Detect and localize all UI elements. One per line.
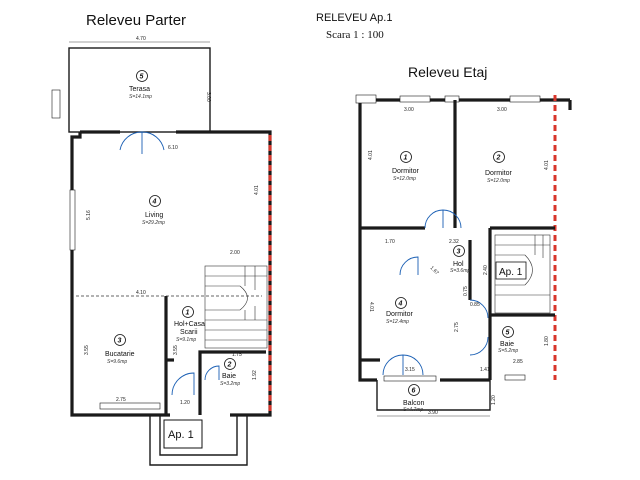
svg-text:5: 5 [140,74,144,81]
dim-up-balcony-width: 3.90 [428,410,438,416]
dim-up-0-75: 0.75 [463,286,469,296]
svg-text:S=29.2mp: S=29.2mp [142,220,165,226]
dim-bath-width: 1.75 [232,352,242,358]
svg-text:2: 2 [496,155,501,162]
ground-apartment-label: Ap. 1 [168,429,194,441]
svg-text:S=9.1mp: S=9.1mp [176,337,196,343]
svg-text:S=5.2mp: S=5.2mp [498,348,518,354]
dim-hall-left: 3.55 [173,345,179,355]
dim-up-dorm2-depth: 4.01 [544,160,550,170]
svg-text:Dormitor: Dormitor [386,311,414,318]
doc-title: RELEVEU Ap.1 [316,12,392,24]
svg-text:2: 2 [227,362,232,369]
dim-up-bath-depth: 1.80 [544,336,550,346]
svg-text:6: 6 [412,388,416,395]
upper-room-dorm-1: 1 Dormitor S=12.0mp [392,151,420,182]
dim-up-1-67: 1.67 [429,265,440,276]
ground-room-bath: 2 Baie S=3.2mp [220,358,240,387]
dim-entrance: 1.20 [180,400,190,406]
svg-text:Terasa: Terasa [129,86,150,93]
svg-text:S=9.6mp: S=9.6mp [107,359,127,365]
ground-room-terrace: 5 Terasa S=14.1mp [129,70,152,100]
dim-up-3-15: 3.15 [405,367,415,373]
dim-kitchen-bottom: 2.75 [116,397,126,403]
svg-text:S=3.2mp: S=3.2mp [220,381,240,387]
dim-kitchen-left: 3.55 [84,345,90,355]
svg-text:3: 3 [118,338,122,345]
upper-room-bath: 5 Baie S=5.2mp [498,326,518,354]
svg-text:S=12.4mp: S=12.4mp [386,319,409,325]
svg-text:Baie: Baie [222,373,236,380]
svg-text:4: 4 [152,199,157,206]
dim-stair-width: 2.00 [230,250,240,256]
ground-room-kitchen: 3 Bucatarie S=9.6mp [105,334,135,365]
svg-text:Dormitor: Dormitor [392,168,420,175]
svg-text:Living: Living [145,212,163,219]
svg-text:1: 1 [404,155,408,162]
dim-up-1-70: 1.70 [385,239,395,245]
dim-living-left: 5.16 [86,210,92,220]
scale-label: Scara 1 : 100 [326,29,384,41]
svg-text:S=12.0mp: S=12.0mp [393,176,416,182]
dim-bath-depth: 1.92 [252,370,258,380]
dim-terrace-depth: 3.00 [205,92,211,102]
dim-up-1-41: 1.41 [480,367,490,373]
upper-floor-plan: Ap. 1 3.00 3.00 4.01 4.01 1.70 2.32 1.67… [355,94,572,417]
svg-text:4: 4 [398,301,403,308]
dim-up-0-85: 0.85 [470,302,480,308]
svg-text:S=12.0mp: S=12.0mp [487,178,510,184]
svg-text:S=14.1mp: S=14.1mp [129,94,152,100]
dim-up-2-75: 2.75 [454,322,460,332]
title-ground-floor: Releveu Parter [86,12,186,29]
ground-room-hall: 1 Hol+Casa Scarii S=9.1mp [174,306,205,343]
upper-apartment-label: Ap. 1 [499,267,523,278]
upper-room-hall: 3 Hol S=3.6mp [450,245,470,274]
dim-living-width: 6.10 [168,145,178,151]
upper-room-dorm-2: 2 Dormitor S=12.0mp [485,151,513,184]
dim-up-dorm3-depth: 4.01 [368,302,374,312]
dim-up-dorm2-width: 3.00 [497,107,507,113]
dim-up-bath-width: 2.85 [513,359,523,365]
svg-text:Balcon: Balcon [403,400,425,407]
svg-text:Scarii: Scarii [180,329,198,336]
svg-text:5: 5 [506,330,510,337]
dim-up-dorm1-width: 3.00 [404,107,414,113]
ground-room-living: 4 Living S=29.2mp [142,195,165,226]
svg-text:Dormitor: Dormitor [485,170,513,177]
dim-living-right: 4.01 [254,185,260,195]
upper-room-dorm-3: 4 Dormitor S=12.4mp [386,297,414,325]
svg-text:Baie: Baie [500,341,514,348]
dim-up-2-32: 2.32 [449,239,459,245]
title-upper-floor: Releveu Etaj [408,64,487,80]
dim-kitchen-width: 4.10 [136,290,146,296]
svg-text:S=3.6mp: S=3.6mp [450,268,470,274]
svg-text:Hol: Hol [453,261,464,268]
dim-up-1-20: 1.20 [491,395,497,405]
upper-room-balcony: 6 Balcon S=4.7mp [403,384,425,413]
dim-up-dorm1-depth: 4.01 [368,150,374,160]
ground-floor-plan: 4.70 3.00 [51,36,272,466]
dim-terrace-width: 4.70 [136,36,146,42]
svg-text:Hol+Casa: Hol+Casa [174,321,205,328]
svg-text:3: 3 [457,249,461,256]
svg-text:S=4.7mp: S=4.7mp [403,407,423,413]
svg-text:Bucatarie: Bucatarie [105,351,135,358]
svg-text:1: 1 [186,310,190,317]
dim-up-2-40: 2.40 [483,265,489,275]
